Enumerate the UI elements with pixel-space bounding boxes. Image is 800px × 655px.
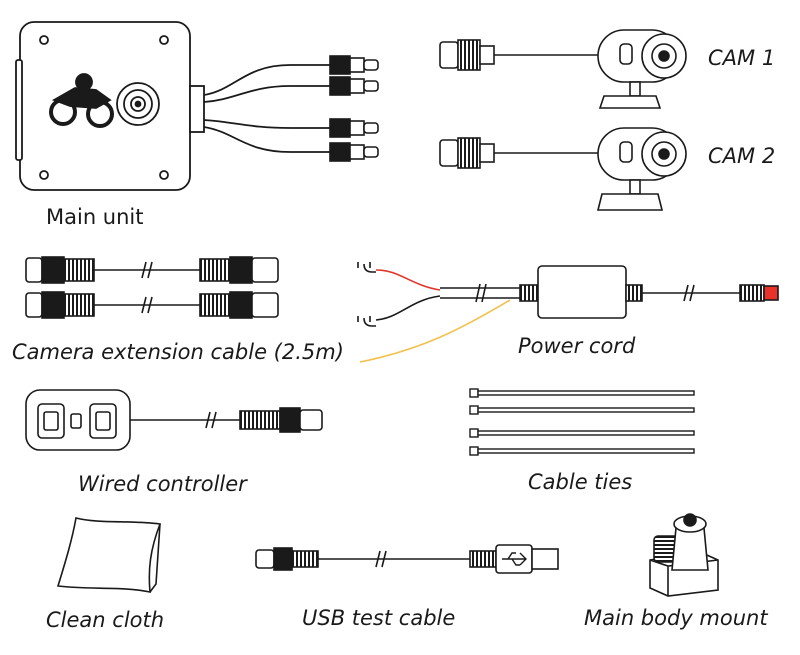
label-power-cord: Power cord (518, 334, 636, 358)
main-unit-illustration (15, 21, 340, 191)
label-wired-controller: Wired controller (78, 472, 247, 496)
label-cam-1: CAM 1 (708, 46, 776, 70)
clean-cloth-illustration (56, 517, 162, 593)
label-cable-ties: Cable ties (528, 470, 633, 494)
camera-2-illustration (439, 127, 687, 211)
usb-cable-illustration (255, 544, 559, 574)
extension-cables-illustration (25, 256, 279, 319)
wired-controller-illustration (25, 389, 323, 451)
power-cord-illustration (357, 262, 779, 363)
label-usb-test-cable: USB test cable (302, 606, 456, 630)
cable-ties-illustration (469, 388, 695, 456)
label-clean-cloth: Clean cloth (46, 608, 165, 632)
label-extension-cable: Camera extension cable (2.5m) (12, 340, 344, 364)
motorcycle-icon (49, 73, 114, 128)
camera-1-illustration (439, 29, 687, 109)
label-cam-2: CAM 2 (708, 144, 776, 168)
label-main-unit: Main unit (46, 205, 144, 229)
main-unit-connectors (329, 55, 379, 162)
main-body-mount-illustration (649, 513, 719, 597)
lens-badge-icon (116, 82, 160, 126)
label-main-body-mount: Main body mount (584, 606, 768, 630)
